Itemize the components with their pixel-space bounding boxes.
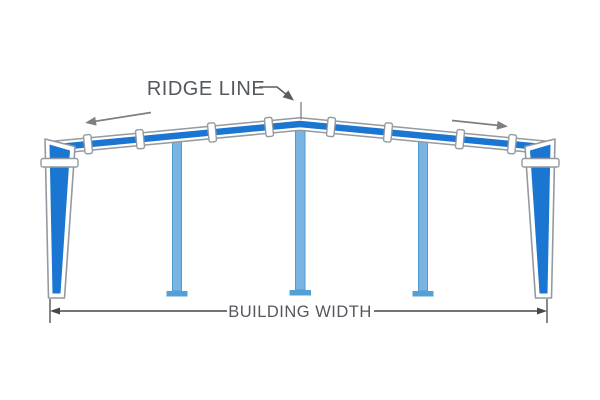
purlin-clip xyxy=(454,128,466,150)
building-width-label: BUILDING WIDTH xyxy=(228,303,372,321)
outer-column-left-steel xyxy=(49,144,70,294)
purlin-clips xyxy=(82,116,518,155)
purlin-clip xyxy=(263,116,275,138)
ridge-line-label: RIDGE LINE xyxy=(147,78,265,100)
ridge-line-callout: RIDGE LINE xyxy=(147,78,302,120)
left-slope-arrow-icon xyxy=(85,111,152,126)
building-width-dimension: BUILDING WIDTH xyxy=(49,299,548,323)
interior-column-right xyxy=(418,137,428,292)
interior-column-center xyxy=(295,124,306,291)
dimension-arrowhead-left-icon xyxy=(50,307,60,315)
dimension-arrowhead-right-icon xyxy=(537,307,547,315)
purlin-clip xyxy=(82,133,94,155)
rafters xyxy=(47,116,553,155)
outer-column-right-steel xyxy=(530,144,551,294)
interior-column-center-base-plate xyxy=(289,290,311,296)
knee-plates xyxy=(40,157,560,168)
interior-column-right-base-plate xyxy=(412,291,434,297)
purlin-clip xyxy=(506,133,518,155)
purlin-clip xyxy=(382,122,394,143)
eave-knee-plate-right xyxy=(521,157,560,168)
interior-columns xyxy=(166,124,434,297)
rafter-steel-member xyxy=(47,120,553,152)
ridge-leader-arrow-icon xyxy=(259,86,295,101)
purlin-clip xyxy=(325,116,337,138)
roof-slope-arrows xyxy=(85,111,508,130)
interior-column-left xyxy=(172,137,182,292)
eave-knee-plate-left xyxy=(40,157,79,168)
outer-columns xyxy=(44,138,556,299)
interior-column-left-base-plate xyxy=(166,291,188,297)
purlin-clip xyxy=(206,122,218,143)
purlin-clip xyxy=(134,128,146,150)
right-slope-arrow-icon xyxy=(451,119,508,130)
